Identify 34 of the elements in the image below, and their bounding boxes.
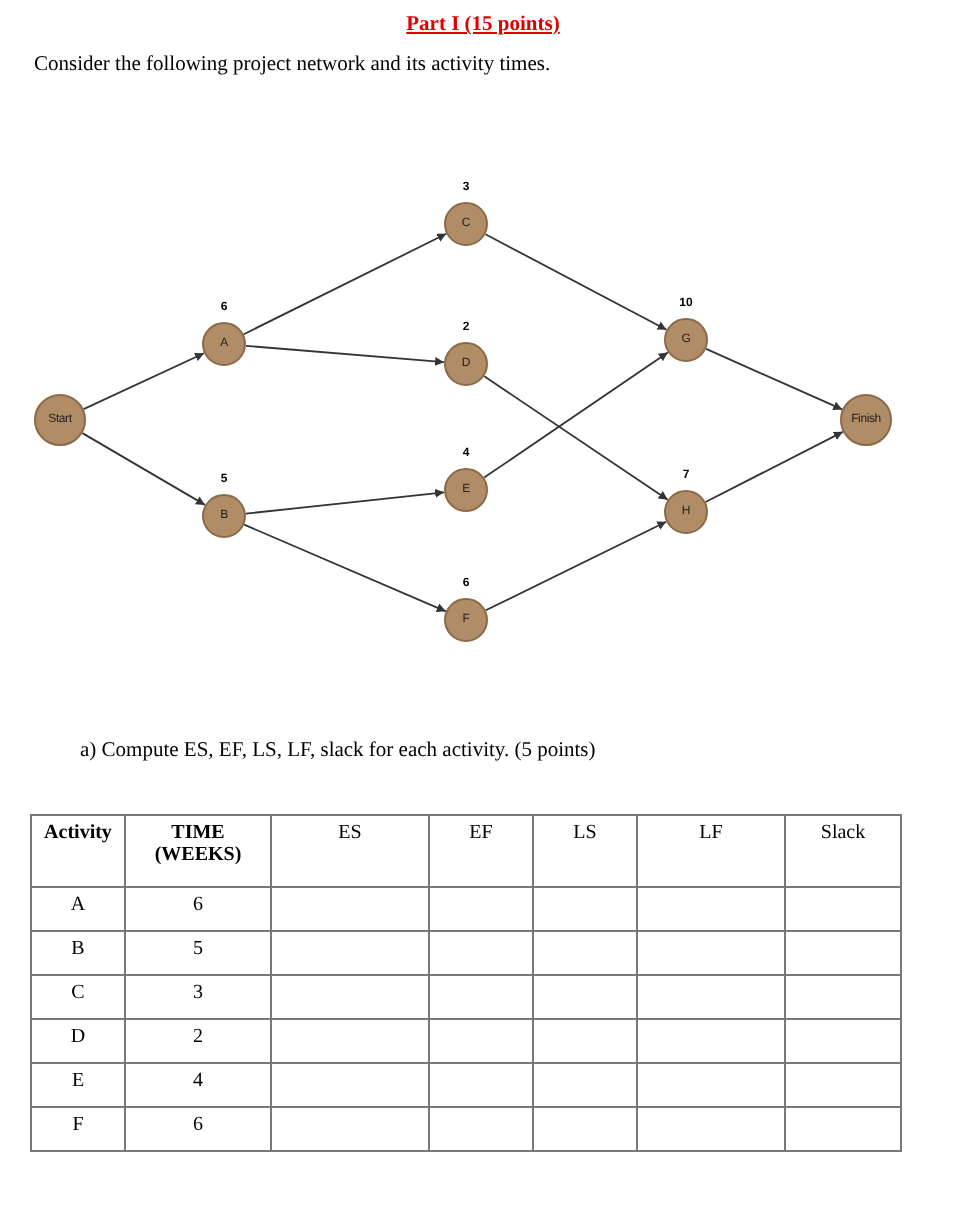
arrow (483, 351, 669, 479)
table-cell: EF (429, 815, 533, 887)
arrow (483, 375, 669, 501)
table-cell: D (31, 1019, 125, 1063)
table-cell: 4 (125, 1063, 271, 1107)
table-cell: TIME (WEEKS) (125, 815, 271, 887)
arrow (242, 232, 448, 336)
table-cell: 6 (125, 887, 271, 931)
arrow (245, 344, 445, 366)
arrow (81, 432, 206, 506)
arrow (484, 520, 668, 612)
table-cell: C (31, 975, 125, 1019)
question-text: a) Compute ES, EF, LS, LF, slack for each activity. (5 points) (80, 740, 596, 762)
table-cell: LS (533, 815, 637, 887)
arrow (705, 348, 844, 411)
table-cell: LF (637, 815, 785, 887)
heading: Part I (15 points) (404, 14, 562, 36)
arrow (244, 488, 446, 515)
table-cell: 3 (125, 975, 271, 1019)
arrow (704, 430, 844, 503)
table-cell: 6 (125, 1107, 271, 1151)
table-cell: B (31, 931, 125, 975)
table-cell: Activity (31, 815, 125, 887)
instruction-text: Consider the following project network and its activity times. (34, 54, 551, 76)
table-cell: ES (271, 815, 429, 887)
arrow (82, 352, 205, 410)
arrow (484, 233, 668, 331)
table-cell: E (31, 1063, 125, 1107)
table-cell: Slack (785, 815, 901, 887)
table-cell: A (31, 887, 125, 931)
table-cell: 2 (125, 1019, 271, 1063)
table-cell: F (31, 1107, 125, 1151)
arrow (243, 523, 447, 613)
table-cell: 5 (125, 931, 271, 975)
